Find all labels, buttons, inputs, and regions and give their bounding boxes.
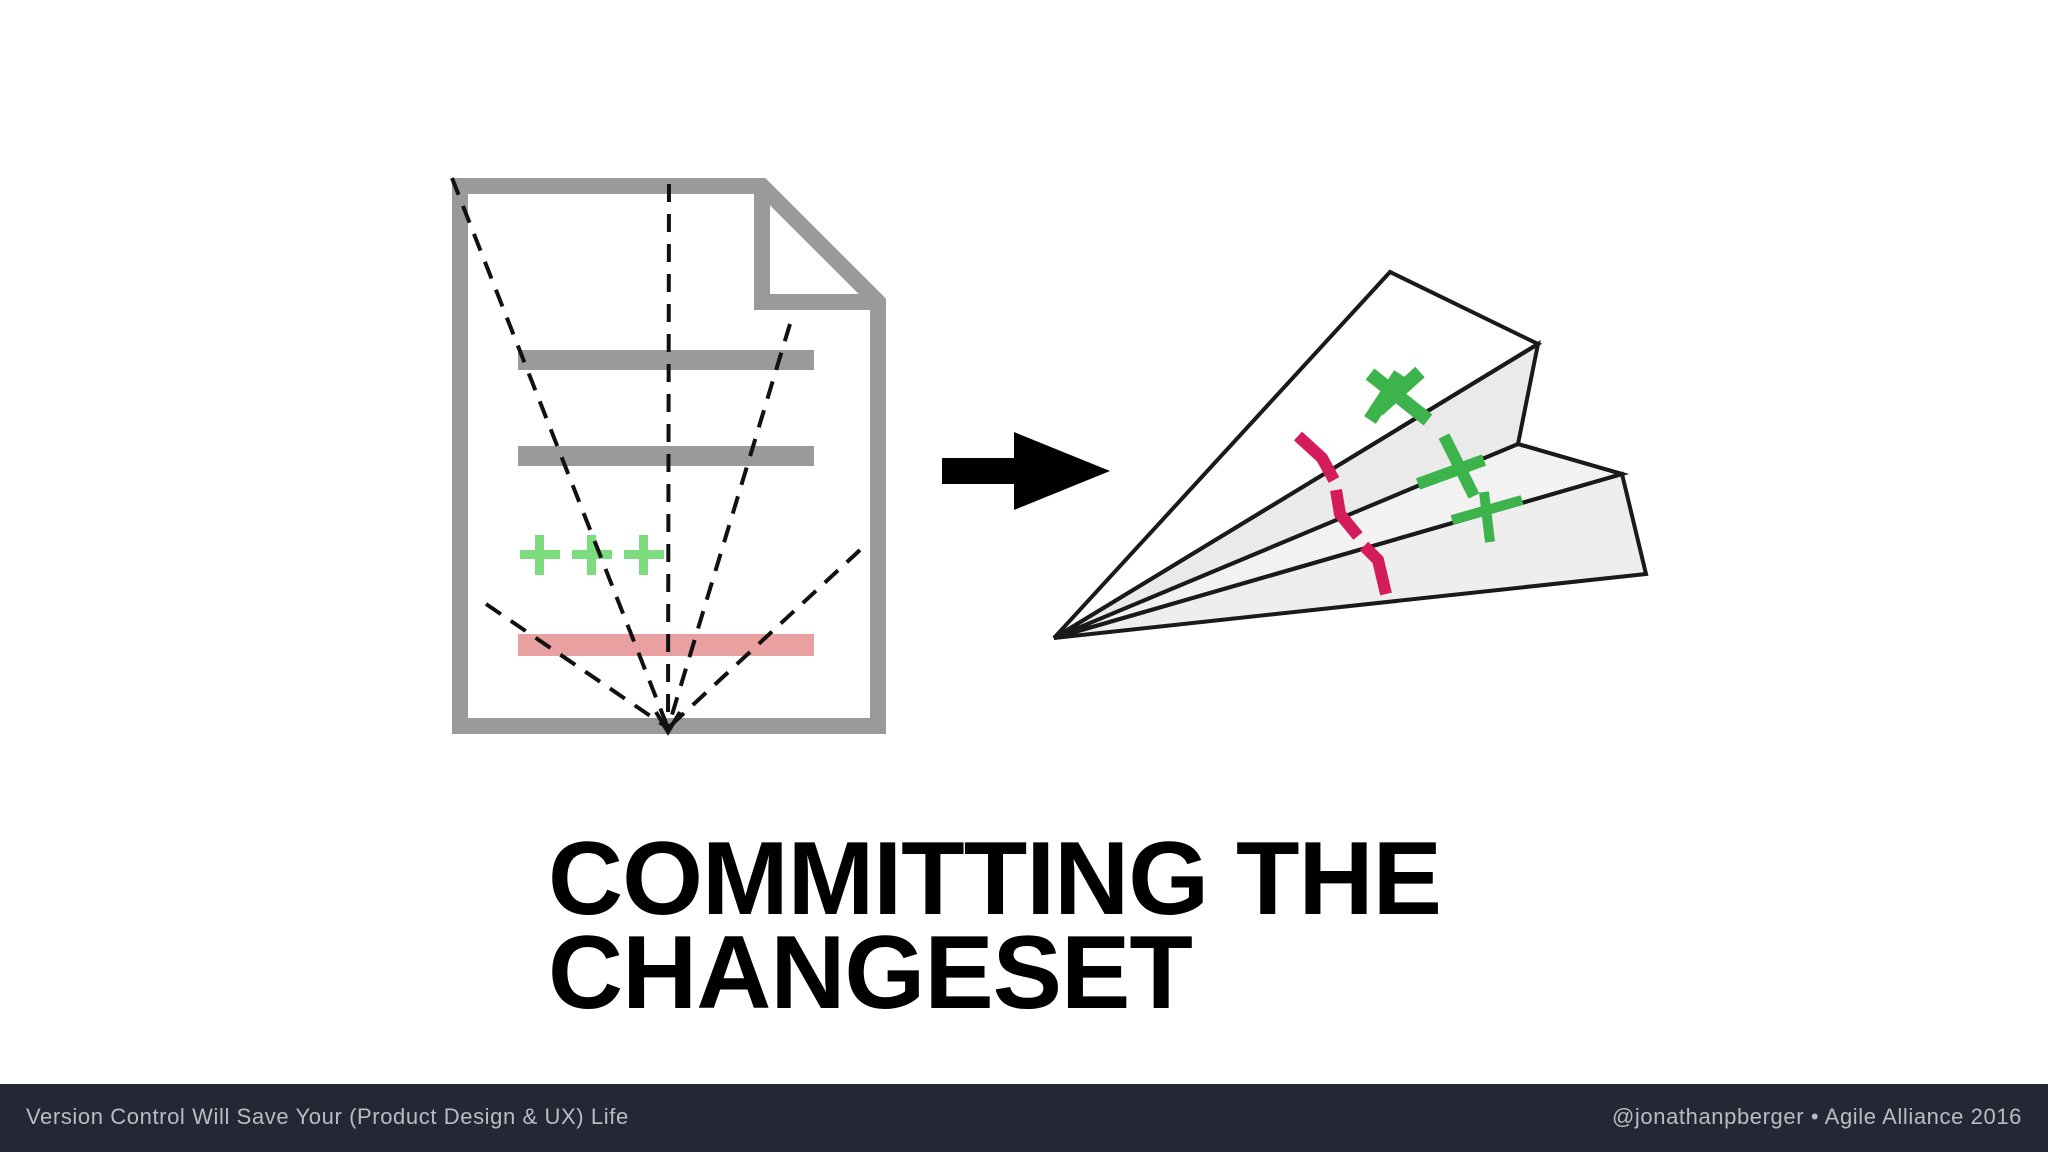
removed-line [518,634,814,656]
illustration [450,177,1649,736]
slide-title-line-1: COMMITTING THE [548,821,1442,937]
document-line [518,350,814,370]
slide-title-line-2: CHANGESET [548,915,1193,1031]
footer-talk-title: Version Control Will Save Your (Product … [26,1104,629,1129]
footer-bar: Version Control Will Save Your (Product … [0,1084,2048,1152]
fold-arrowhead [654,710,682,736]
plane-removed-line [1293,431,1392,596]
added-plus-icon [520,535,664,575]
fold-lines [450,177,862,730]
footer-credit: @jonathanpberger • Agile Alliance 2016 [1611,1104,2022,1129]
paper-airplane-icon [1052,269,1649,640]
plane-plus-icon [1450,491,1524,543]
slide-title: COMMITTING THE CHANGESET [548,821,1442,1031]
arrow-right-icon [942,432,1110,510]
plane-plus-icon [1415,433,1487,499]
document-line [518,446,814,466]
document-icon [450,177,886,736]
plane-plus-icon [1364,366,1433,426]
